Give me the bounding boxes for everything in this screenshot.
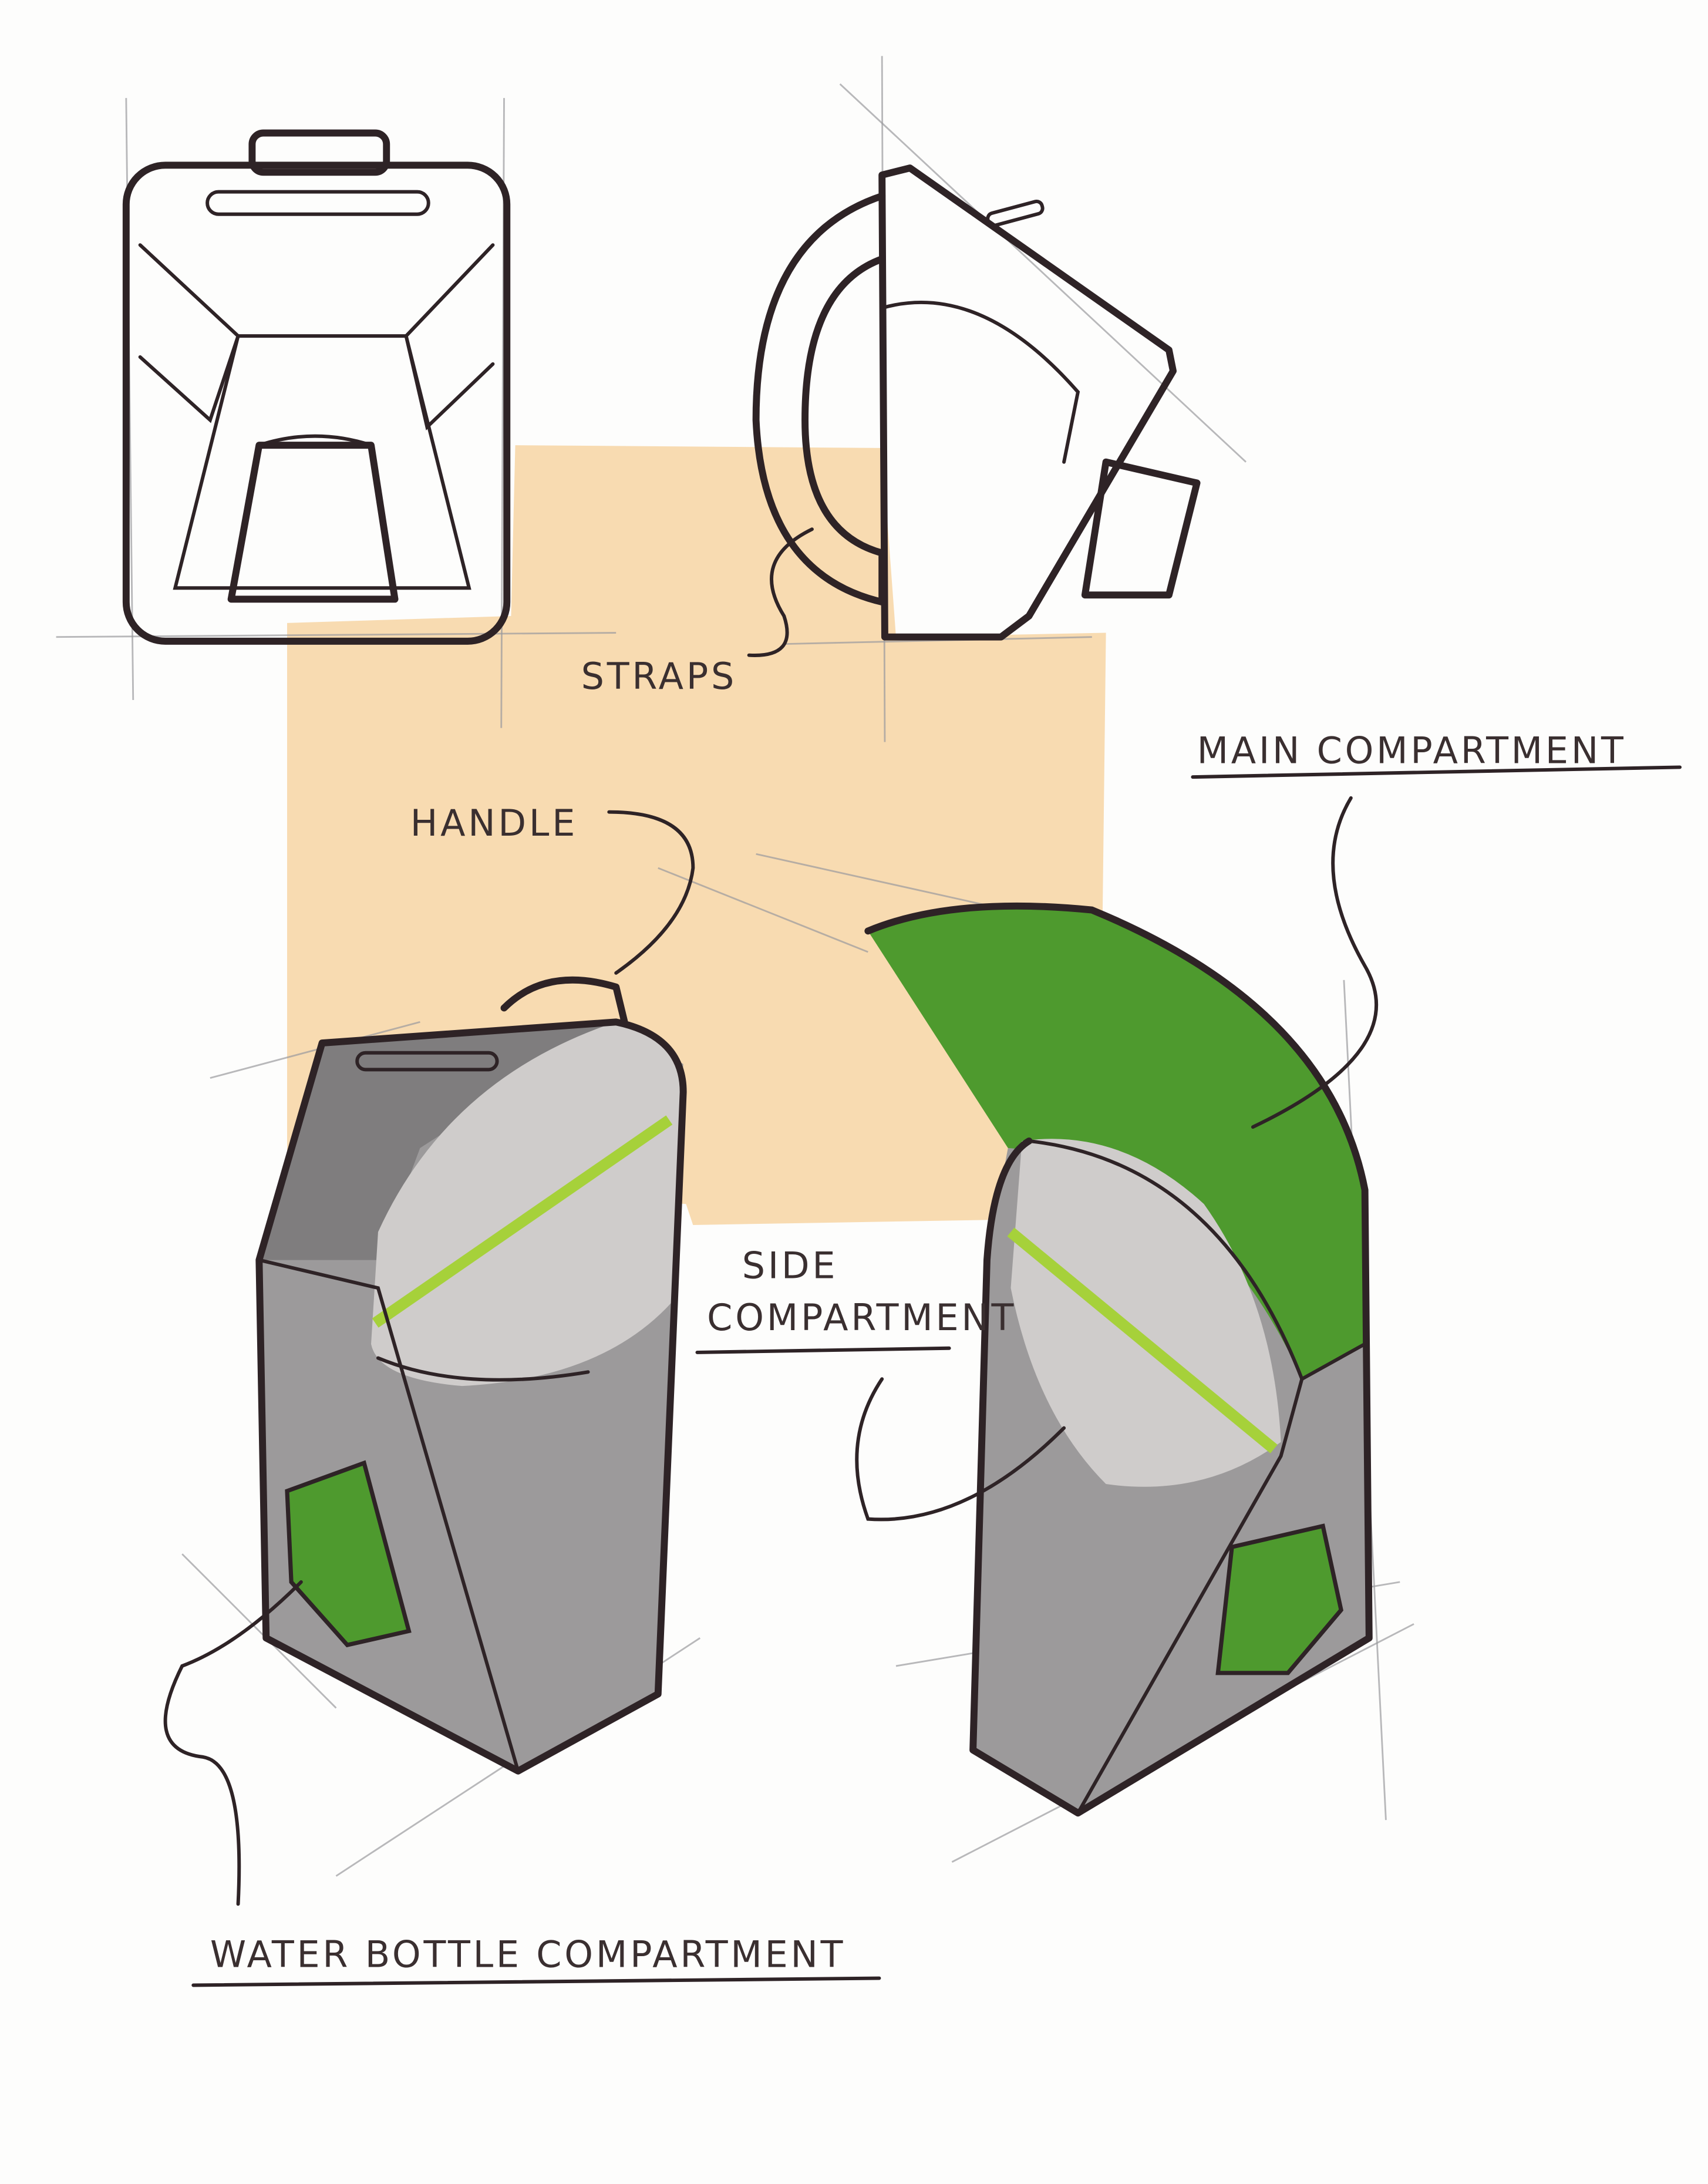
water-bottle-pocket-left: [285, 1460, 412, 1648]
label-underline: [695, 1346, 951, 1354]
label-handle: HANDLE: [410, 802, 578, 844]
side-view-sketch: [752, 164, 1201, 641]
front-view-sketch: [122, 129, 511, 645]
right-perspective-backpack: [864, 902, 1373, 1817]
label-side-compartment-line2: COMPARTMENT: [707, 1296, 1016, 1339]
label-water-bottle-compartment: WATER BOTTLE COMPARTMENT: [210, 1933, 845, 1976]
label-side-compartment-line1: SIDE: [742, 1244, 838, 1287]
label-underline: [1191, 765, 1682, 779]
left-perspective-backpack: [255, 976, 687, 1775]
label-underline: [191, 1976, 881, 1987]
label-main-compartment: MAIN COMPARTMENT: [1197, 729, 1626, 772]
label-straps: STRAPS: [581, 655, 737, 698]
leader-lines: [163, 527, 1379, 1906]
water-bottle-pocket-right: [1215, 1523, 1343, 1675]
